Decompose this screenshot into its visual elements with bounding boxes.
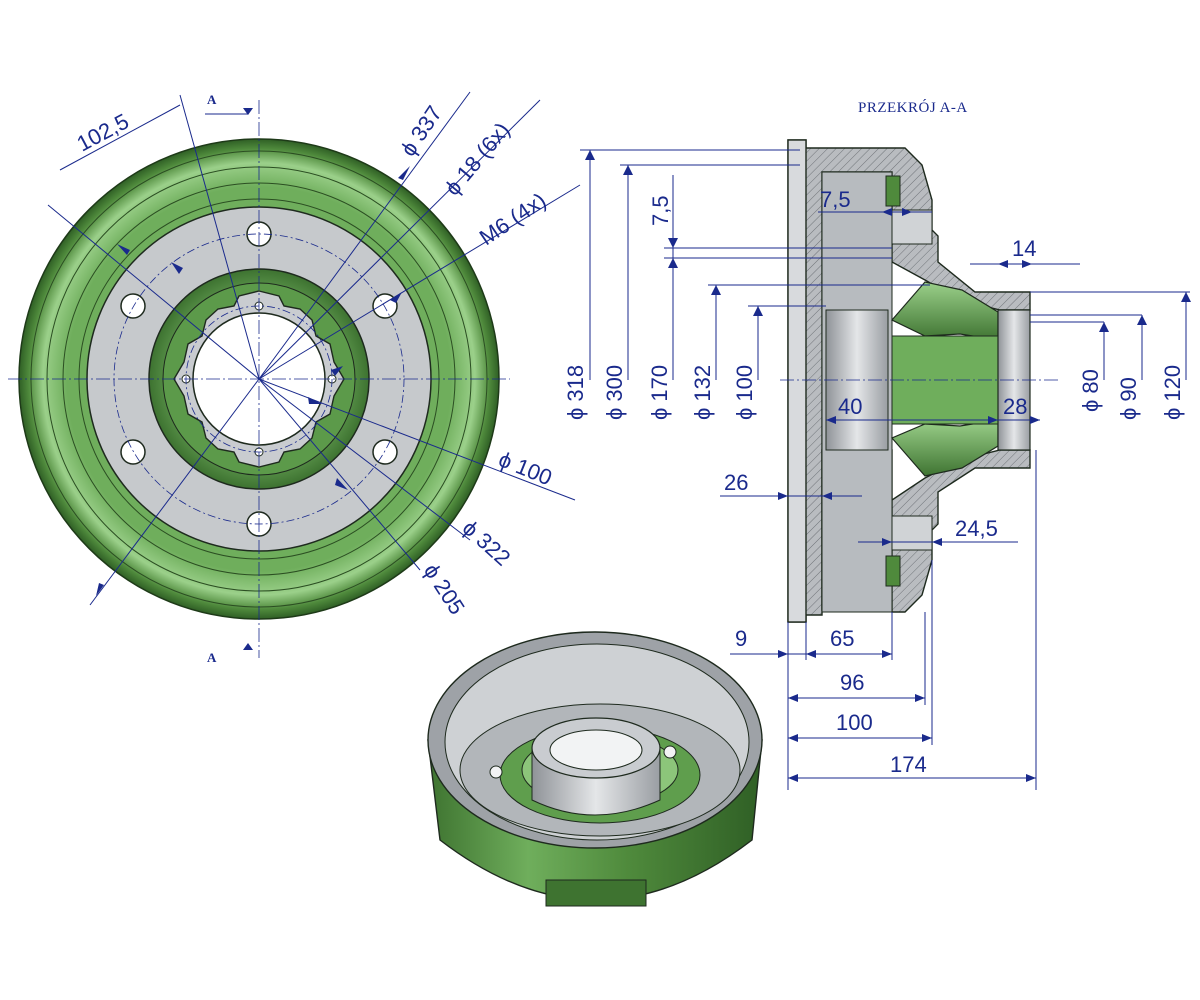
front-view: A A 102,5 ϕ 337 ϕ 18 (6x) M6 (4x) ϕ 100 … [8,91,581,665]
section-view: PRZEKRÓJ A-A [563,99,1191,790]
arrowhead [915,694,925,702]
section-mark-top: A [207,92,217,107]
brake-slot-lower [891,515,933,551]
arrowhead [988,416,998,424]
arrowhead [902,208,912,216]
arrowhead [753,306,763,316]
spline-stub [545,879,647,907]
section-mark-bottom: A [207,650,217,665]
label-drum-dia: ϕ 322 [458,515,516,570]
arrowhead [806,650,816,658]
label-dia-80: ϕ 80 [1078,369,1103,412]
arrowhead [1026,774,1036,782]
arrowhead [243,108,253,115]
label-h-96: 96 [840,670,864,695]
arrowhead [96,583,104,596]
dim-line [258,378,471,541]
label-dia-100: ϕ 100 [732,365,757,420]
label-bore-right: 28 [1003,394,1027,419]
arrowhead [243,643,253,650]
bolt-hole [120,439,146,465]
arrowhead [668,258,678,268]
arrowhead [788,774,798,782]
arrowhead [1030,416,1040,424]
rim-green-upper [885,175,901,207]
dim-line [258,184,581,380]
dim-line [47,204,260,380]
arrowhead [390,292,402,303]
dim-line [89,378,260,606]
dim-line [59,104,181,171]
arrowhead [826,416,836,424]
arrowhead [788,734,798,742]
arrowhead [711,285,721,295]
dim-line [258,378,421,571]
center-pitch-line [185,305,333,453]
label-h-65: 65 [830,626,854,651]
arrowhead [1022,260,1032,268]
dim-line [258,91,471,380]
bolt-hole [489,765,503,779]
rim-green-lower [885,555,901,587]
arrowhead [778,650,788,658]
brake-slot-upper [891,209,933,245]
label-dia-300: ϕ 300 [602,365,627,420]
arrowhead [398,166,410,180]
arrowhead [1099,322,1109,332]
label-threads: M6 (4x) [475,188,551,250]
flange-face [787,139,807,623]
label-h-174: 174 [890,752,927,777]
label-pcd-spacing: 102,5 [73,108,133,156]
label-bore-left: 40 [838,394,862,419]
section-cut-top [205,108,249,115]
dim-line [258,99,541,380]
hub-bore [549,729,643,771]
label-dia-90: ϕ 90 [1116,377,1141,420]
arrowhead [585,150,595,160]
bolt-hole [372,439,398,465]
arrowhead [335,478,348,490]
arrowhead [822,492,832,500]
isometric-view [427,631,763,907]
label-h-100: 100 [836,710,873,735]
arrowhead [171,262,183,274]
arrowhead [1137,315,1147,325]
arrowhead [331,366,343,376]
arrowhead [623,165,633,175]
arrowhead [778,492,788,500]
label-bolt-circle: ϕ 205 [419,559,470,619]
arrowhead [882,208,892,216]
arrowhead [922,734,932,742]
arrowhead [788,694,798,702]
dim-line [179,94,260,380]
arrowhead [998,260,1008,268]
arrowhead [882,650,892,658]
label-flange-gap-inner: 7,5 [820,187,851,212]
bearing-cone-upper [891,281,999,341]
label-dia-318: ϕ 318 [563,365,588,420]
bolt-circle-line [113,233,405,525]
arrowhead [668,238,678,248]
arrowhead [117,244,130,255]
label-h-9: 9 [735,626,747,651]
arrowhead [932,538,942,546]
label-offset: 26 [724,470,748,495]
label-rim-width: 24,5 [955,516,998,541]
arrowhead [1181,292,1191,302]
bolt-hole [120,293,146,319]
section-title: PRZEKRÓJ A-A [858,99,968,116]
label-dia-132: ϕ 132 [690,365,715,420]
arrowhead [308,397,322,404]
label-center-dia: ϕ 100 [495,446,555,490]
label-outer-dia: ϕ 337 [395,101,447,161]
bolt-hole [663,745,677,759]
arrowhead [882,538,892,546]
label-flange-gap: 7,5 [648,195,673,226]
label-bolt-holes: ϕ 18 (6x) [440,118,515,201]
label-hub-lip: 14 [1012,236,1036,261]
label-dia-120: ϕ 120 [1160,365,1185,420]
label-dia-170: ϕ 170 [647,365,672,420]
